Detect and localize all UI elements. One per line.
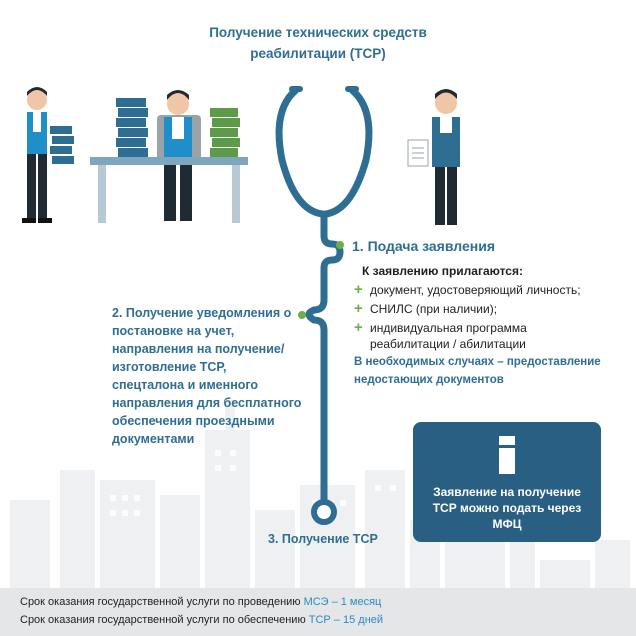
step-1-title: 1. Подача заявления: [352, 238, 496, 254]
plus-icon: +: [354, 281, 363, 298]
doctor-with-clipboard-icon: [407, 89, 460, 225]
step-1-dot: [336, 241, 344, 249]
list-item: + документ, удостоверяющий личность;: [354, 281, 581, 298]
info-icon: [499, 436, 515, 474]
mfc-info-text: Заявление на получение ТСР можно подать …: [432, 485, 582, 531]
step-2-dot: [298, 311, 306, 319]
plus-icon: +: [354, 300, 363, 317]
attachments-heading: К заявлению прилагаются:: [362, 264, 523, 278]
list-item: + СНИЛС (при наличии);: [354, 300, 498, 317]
person-carrying-folders-icon: [22, 87, 74, 223]
additional-documents-note: В необходимых случаях – предоставление н…: [354, 356, 601, 386]
documents-list: + документ, удостоверяющий личность; + С…: [354, 282, 624, 355]
footer-bar: Срок оказания государственной услуги по …: [0, 588, 636, 636]
title-line-2: реабилитации (ТСР): [250, 46, 386, 61]
stethoscope-icon: [275, 86, 373, 504]
title-line-1: Получение технических средств: [209, 25, 427, 40]
footer-line-mse: Срок оказания государственной услуги по …: [20, 596, 382, 608]
footer-line-tsr: Срок оказания государственной услуги по …: [20, 614, 384, 626]
step-2-title: 2. Получение уведомления о постановке на…: [112, 306, 302, 446]
list-item: + индивидуальная программа реабилитации …: [354, 319, 527, 351]
mfc-info-box: Заявление на получение ТСР можно подать …: [413, 422, 601, 542]
plus-icon: +: [354, 319, 363, 336]
footer-mse-term: МСЭ – 1 месяц: [303, 596, 382, 608]
footer-tsr-term: ТСР – 15 дней: [308, 614, 384, 626]
stethoscope-chestpiece-icon: [311, 499, 337, 525]
step-3-title: 3. Получение ТСР: [268, 532, 378, 546]
page-title: Получение технических средств реабилитац…: [150, 22, 486, 64]
office-desk-icon: [90, 90, 248, 223]
